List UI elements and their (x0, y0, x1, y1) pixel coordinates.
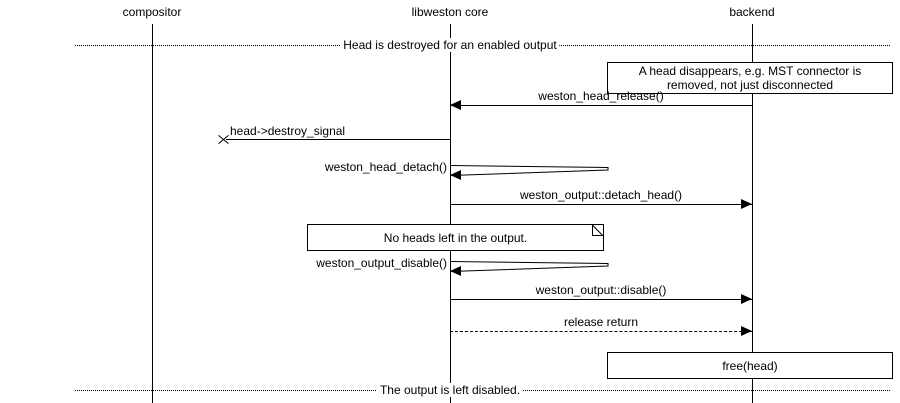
arrowhead-weston-output-detach-head (741, 199, 752, 209)
message-label-weston-head-release: weston_head_release() (538, 89, 664, 103)
arrowhead-weston-output-disable (741, 294, 752, 304)
message-line-release-return (450, 331, 752, 332)
message-label-weston-output-disable: weston_output::disable() (535, 283, 667, 297)
note-free-head: free(head) (607, 352, 893, 379)
arrowhead-release-return (741, 326, 752, 336)
lifeline-compositor (152, 24, 153, 403)
message-label-weston-output-detach-head: weston_output::detach_head() (519, 188, 683, 202)
message-line-weston-head-release (450, 105, 752, 106)
participant-label-backend: backend (729, 5, 775, 19)
message-label-release-return: release return (563, 315, 639, 329)
selfcall-weston-head-detach (450, 160, 610, 182)
section-divider-bottom-label: The output is left disabled. (376, 383, 524, 397)
participant-label-libweston-core: libweston core (411, 5, 489, 19)
note-no-heads-left-text: No heads left in the output. (383, 230, 528, 245)
message-line-head-destroy-signal (226, 139, 450, 140)
message-label-weston-output-disable-call: weston_output_disable() (316, 256, 447, 270)
lifeline-backend (752, 24, 753, 403)
arrowhead-weston-output-disable-call (450, 266, 461, 276)
message-line-weston-output-detach-head (450, 204, 752, 205)
note-free-head-text: free(head) (722, 358, 778, 373)
lost-message-x-icon (217, 134, 228, 145)
selfcall-weston-output-disable (450, 256, 610, 278)
message-line-weston-output-disable (450, 299, 752, 300)
arrowhead-weston-head-release (450, 100, 461, 110)
message-label-weston-head-detach: weston_head_detach() (324, 160, 447, 174)
lifeline-libweston-core (450, 24, 451, 403)
note-mst-connector-line1: A head disappears, e.g. MST connector is (638, 64, 862, 78)
section-divider-top-label: Head is destroyed for an enabled output (340, 38, 560, 52)
note-mst-connector: A head disappears, e.g. MST connector is… (607, 62, 893, 94)
note-no-heads-left: No heads left in the output. (307, 224, 604, 251)
note-fold-corner-icon (592, 225, 603, 236)
arrowhead-weston-head-detach (450, 170, 461, 180)
participant-label-compositor: compositor (122, 5, 182, 19)
note-mst-connector-line2: removed, not just disconnected (666, 78, 834, 92)
message-label-head-destroy-signal: head->destroy_signal (230, 124, 346, 138)
